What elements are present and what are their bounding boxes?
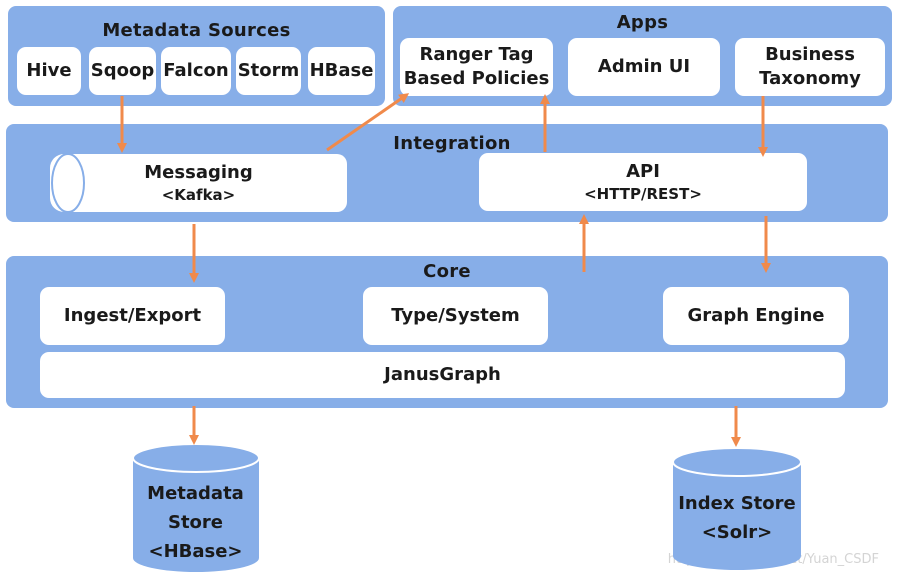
metadata-store-cylinder-top — [132, 443, 260, 473]
metadata-store-line1: Metadata — [147, 483, 244, 504]
metadata-store-line3: <HBase> — [148, 540, 243, 562]
metadata-store-line2: Store — [167, 511, 224, 533]
messaging-label: Messaging — [144, 161, 253, 183]
ranger-line1: Ranger Tag — [419, 43, 534, 65]
index-store-cylinder-top — [672, 447, 802, 477]
source-storm: Storm — [236, 47, 301, 95]
business-taxonomy-box: Business Taxonomy — [735, 38, 885, 96]
api-box: API <HTTP/REST> — [479, 153, 807, 211]
type-system-box: Type/System — [363, 287, 548, 345]
core-title: Core — [423, 261, 471, 282]
index-store-line1: Index Store — [678, 493, 796, 514]
api-label: API — [626, 160, 660, 182]
integration-title: Integration — [393, 133, 511, 154]
index-store-line2: <Solr> — [701, 521, 773, 543]
source-falcon: Falcon — [161, 47, 231, 95]
metadata-store-label: Metadata Store <HBase> — [133, 480, 258, 566]
apps-title: Apps — [616, 12, 669, 33]
business-line1: Business — [765, 43, 855, 65]
business-line2: Taxonomy — [759, 68, 861, 89]
messaging-queue: Messaging <Kafka> — [50, 154, 347, 212]
ranger-tag-policies-box: Ranger Tag Based Policies — [400, 38, 553, 96]
source-sqoop: Sqoop — [89, 47, 156, 95]
index-store-label: Index Store <Solr> — [673, 490, 801, 548]
source-hbase: HBase — [308, 47, 375, 95]
api-sub-label: <HTTP/REST> — [584, 185, 702, 204]
admin-ui-box: Admin UI — [568, 38, 720, 96]
source-hive: Hive — [17, 47, 81, 95]
graph-engine-box: Graph Engine — [663, 287, 849, 345]
ingest-export-box: Ingest/Export — [40, 287, 225, 345]
watermark: https://blog.csdn.net/Yuan_CSDF — [667, 552, 879, 567]
metadata-sources-title: Metadata Sources — [102, 20, 291, 41]
ranger-line2: Based Policies — [403, 68, 550, 89]
messaging-sub-label: <Kafka> — [161, 186, 236, 205]
janusgraph-box: JanusGraph — [40, 352, 845, 398]
